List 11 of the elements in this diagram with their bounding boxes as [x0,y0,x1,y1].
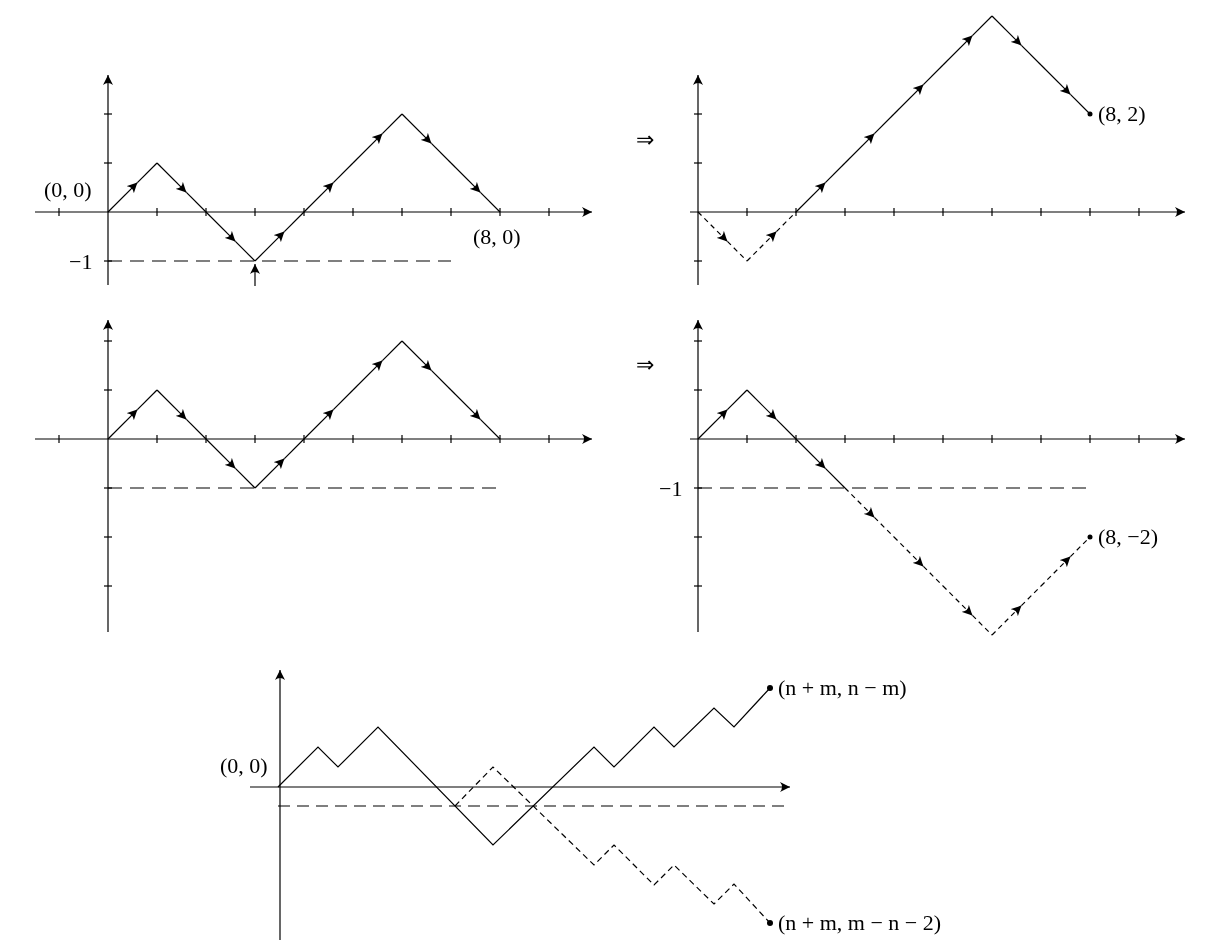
coordinate-label: (n + m, n − m) [778,677,907,699]
axis-tick-label: −1 [69,251,93,273]
axis-tick-label: −1 [659,478,683,500]
implies-symbol: ⇒ [636,354,654,376]
coordinate-label: (n + m, m − n − 2) [778,912,942,934]
implies-symbol: ⇒ [636,129,654,151]
coordinate-label: (8, 0) [473,226,521,248]
coordinate-label: (8, −2) [1098,526,1159,548]
coordinate-label: (0, 0) [44,179,92,201]
coordinate-label: (8, 2) [1098,103,1146,125]
coordinate-label: (0, 0) [220,755,268,777]
